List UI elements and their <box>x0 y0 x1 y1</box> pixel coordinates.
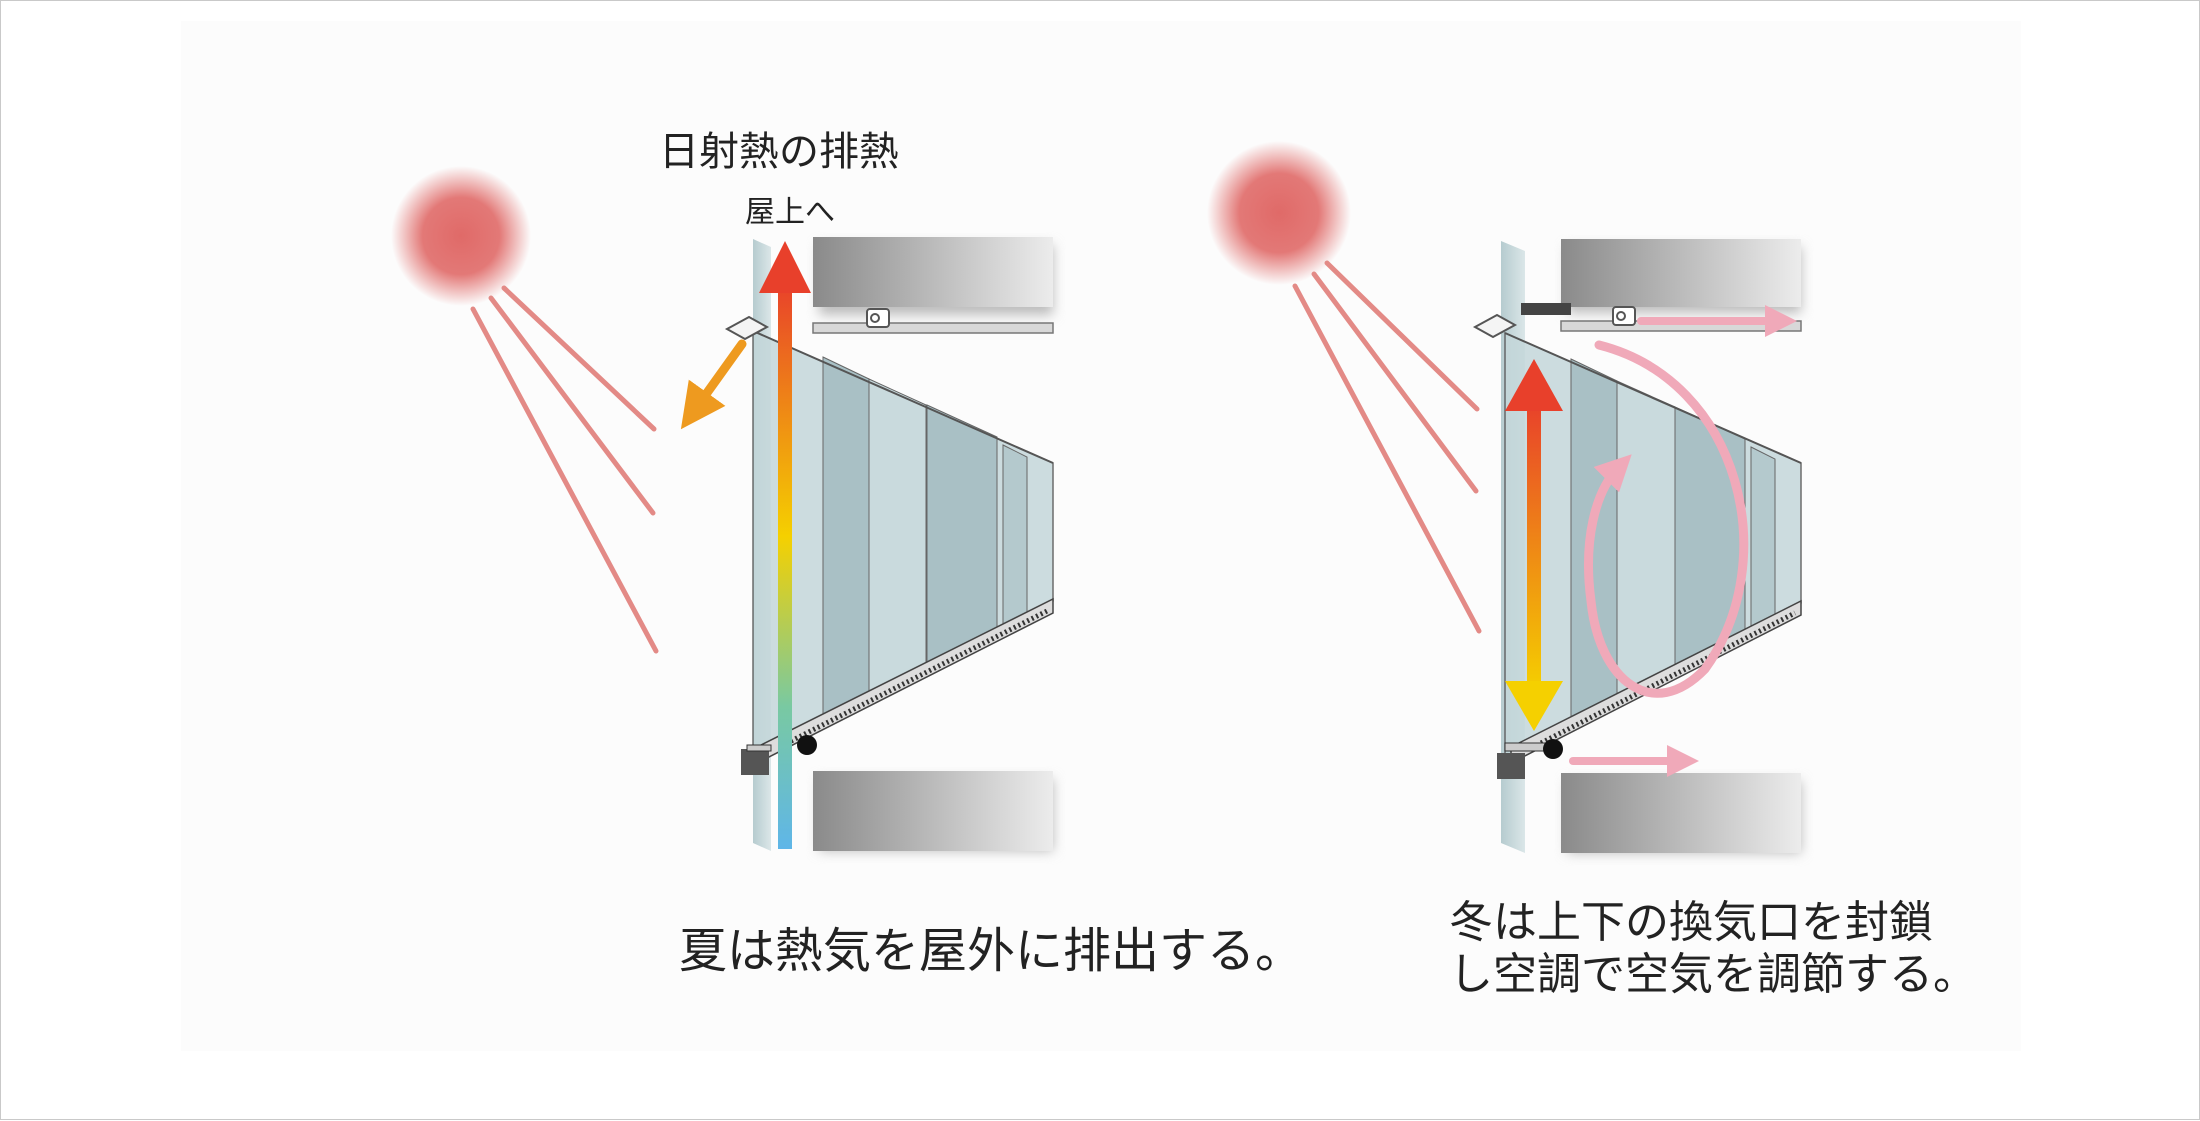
summer-exhaust-arrow <box>680 339 747 430</box>
summer-diagram <box>391 166 1054 851</box>
winter-vertical-arrow-head-up <box>1505 359 1563 411</box>
summer-bottom-vent-cap <box>746 744 772 752</box>
winter-caption-line-2: し空調で空気を調節する。 <box>1449 949 1977 1000</box>
summer-glass-pane-4 <box>1002 444 1028 634</box>
winter-vertical-arrow-head-down <box>1505 681 1563 731</box>
winter-glass-pane-2 <box>1616 380 1676 704</box>
summer-lower-slab <box>813 771 1053 851</box>
winter-circulation-loop <box>1584 340 1749 698</box>
winter-top-edge <box>1504 332 1802 464</box>
winter-upper-slab <box>1561 239 1801 307</box>
summer-glass-pane-1 <box>822 356 870 726</box>
winter-lower-slab <box>1561 773 1801 853</box>
summer-upper-slab <box>813 237 1053 307</box>
summer-bottom-vent <box>741 749 769 775</box>
summer-glass-pane-3 <box>926 404 998 672</box>
summer-stack-arrow-shaft <box>778 281 792 849</box>
winter-caption: 冬は上下の換気口を封鎖 し空調で空気を調節する。 <box>1449 897 1977 1001</box>
winter-bottom-vent <box>1497 753 1525 779</box>
winter-bottom-roller <box>1543 739 1563 759</box>
winter-bottom-vent-cap <box>1504 742 1550 752</box>
winter-top-vent <box>1472 313 1518 339</box>
winter-fixture-dot <box>1616 311 1626 321</box>
winter-diagram <box>1207 141 1802 853</box>
summer-sun-rays <box>470 285 659 654</box>
summer-top-vent <box>724 315 770 341</box>
winter-vertical-arrow-shaft <box>1527 401 1541 693</box>
summer-bottom-roller <box>797 735 817 755</box>
winter-sun-rays <box>1292 260 1482 634</box>
winter-sun <box>1207 141 1351 285</box>
summer-caption: 夏は熱気を屋外に排出する。 <box>679 923 1304 979</box>
summer-ceiling-rail <box>812 322 1054 334</box>
summer-stack-arrow-head <box>759 241 811 293</box>
summer-sun <box>391 166 531 306</box>
winter-caption-line-1: 冬は上下の換気口を封鎖 <box>1449 897 1933 948</box>
summer-top-edge <box>752 330 1054 464</box>
summer-glass-pane-2 <box>868 378 927 702</box>
summer-heat-title: 日射熱の排熱 <box>659 129 899 175</box>
winter-glass-pane-3 <box>1674 406 1746 674</box>
summer-fixture-dot <box>870 313 880 323</box>
summer-to-roof-label: 屋上へ <box>745 195 835 230</box>
winter-glass-pane-4 <box>1750 446 1776 636</box>
winter-top-vent-closed <box>1521 303 1571 315</box>
